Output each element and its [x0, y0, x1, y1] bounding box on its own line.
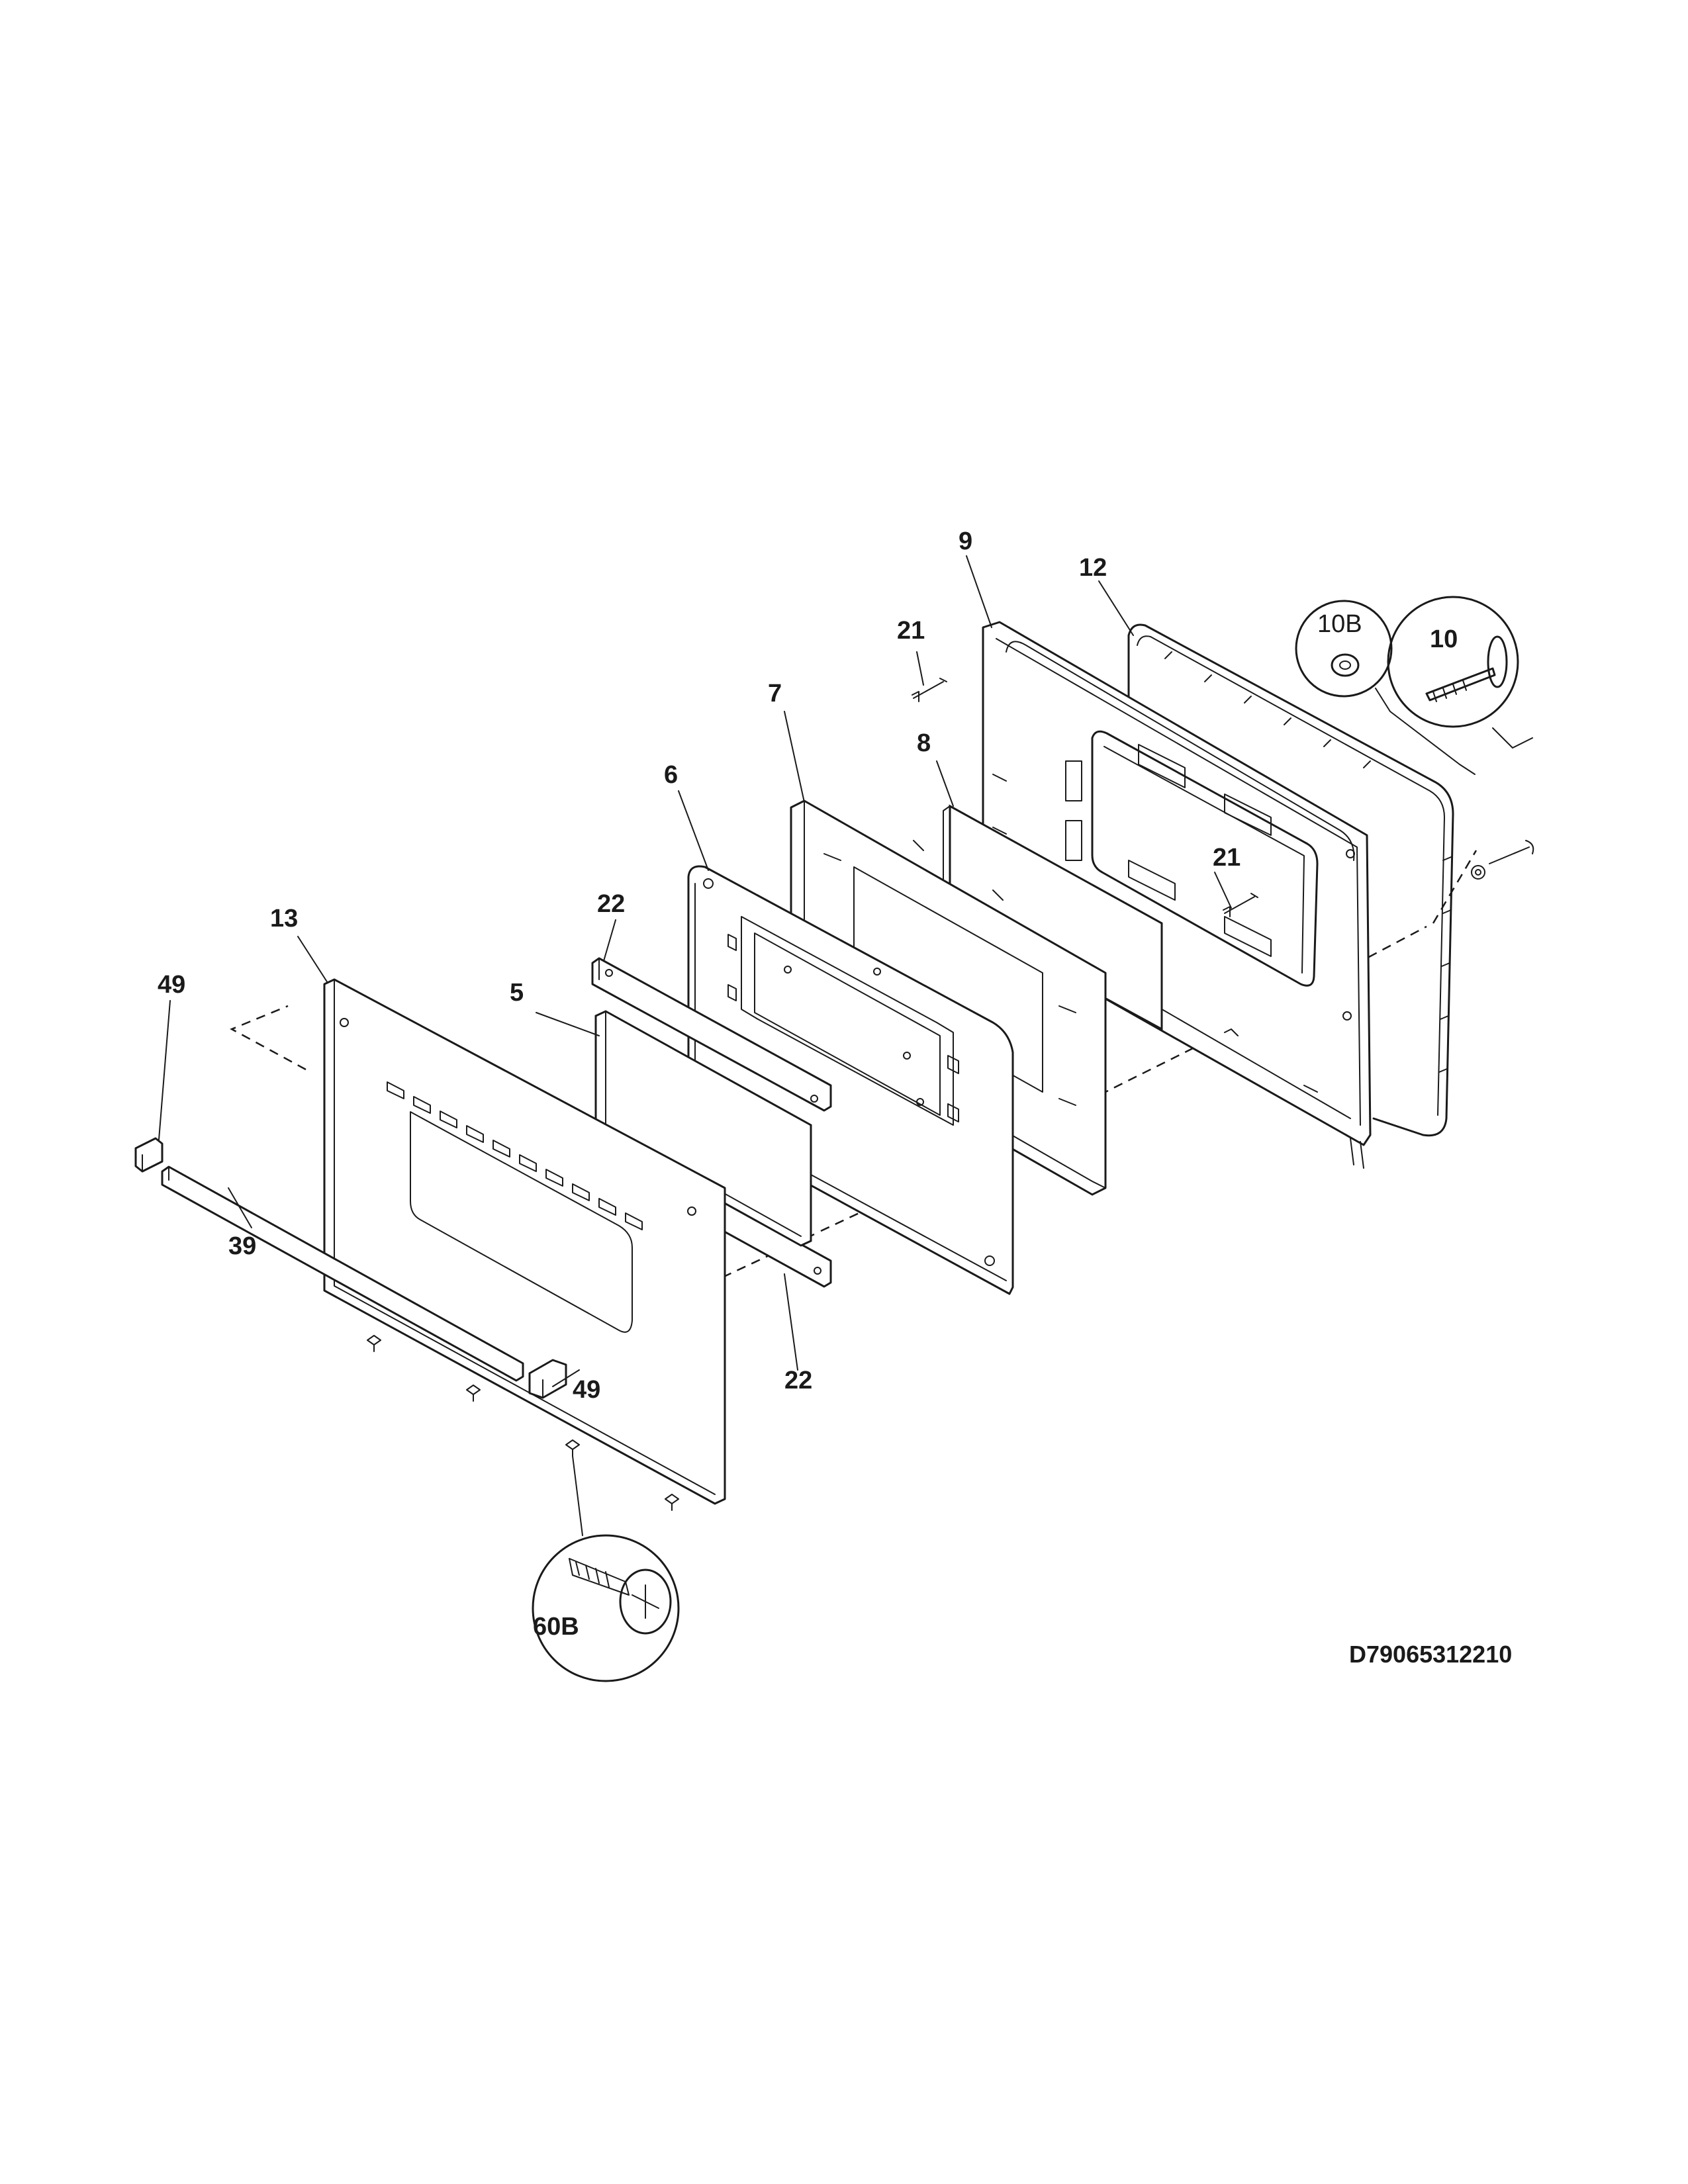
callout-10B: 10B [1317, 610, 1362, 638]
callout-5: 5 [510, 979, 524, 1007]
callout-60B: 60B [533, 1613, 579, 1641]
outer-door-panel-part-13 [323, 978, 726, 1505]
diagram-code: D79065312210 [1349, 1641, 1512, 1668]
callout-21-lower: 21 [1213, 844, 1241, 872]
callout-labels: 9 12 10B 10 21 21 7 8 6 22 13 5 49 39 49… [158, 527, 1512, 1668]
callout-49-right: 49 [573, 1376, 600, 1404]
callout-9: 9 [959, 527, 972, 555]
inner-door-liner-part-9 [982, 621, 1372, 1169]
callout-10: 10 [1430, 625, 1458, 653]
detail-bubble-10B [1295, 600, 1476, 775]
handle-end-cap-part-49-right [528, 1359, 567, 1399]
handle-end-cap-part-49-left [134, 1137, 164, 1173]
trim-strip-part-22-upper [591, 957, 832, 1112]
screw-part-10-installed [1471, 840, 1534, 880]
callout-22-upper: 22 [597, 890, 625, 918]
callout-12: 12 [1079, 554, 1107, 582]
bottom-screws-60B [367, 1335, 679, 1511]
door-handle-part-39 [161, 1165, 524, 1382]
detail-bubble-10 [1387, 596, 1533, 749]
callout-8: 8 [917, 729, 931, 757]
callout-7: 7 [768, 680, 782, 707]
callout-49-left: 49 [158, 971, 185, 999]
hinge-pin-part-21-upper [912, 678, 947, 702]
leader-lines [158, 555, 1232, 1387]
detail-bubble-60B [532, 1455, 680, 1682]
callout-39: 39 [228, 1232, 256, 1260]
callout-22-lower: 22 [784, 1367, 812, 1394]
callout-21-upper: 21 [897, 617, 925, 645]
callout-13: 13 [270, 905, 298, 933]
callout-6: 6 [664, 761, 678, 789]
